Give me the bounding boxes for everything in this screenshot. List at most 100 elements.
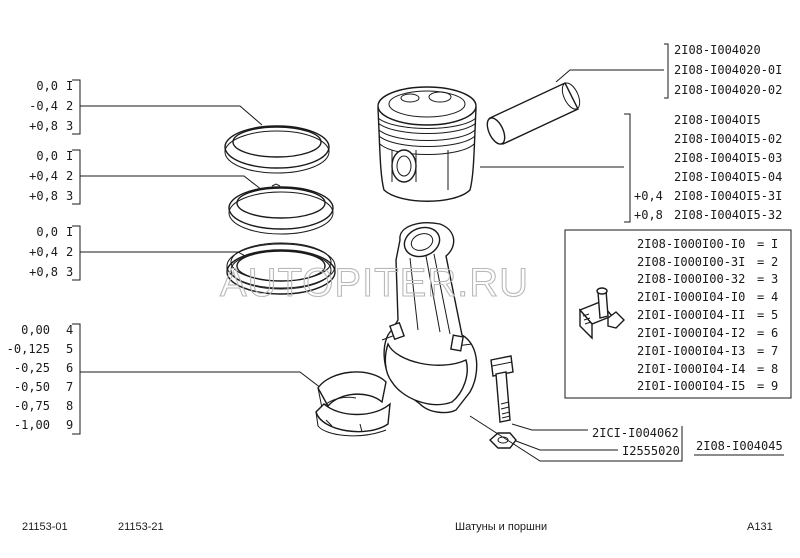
- watermark-text: AUTOPITER.RU: [220, 261, 529, 305]
- rod-eq-6: =: [757, 326, 764, 340]
- bearing-shells: [315, 371, 391, 437]
- pin-leader: [555, 69, 664, 83]
- ring1-size-1: 0,0: [36, 79, 58, 93]
- piston-part-5-size: +0,4: [634, 189, 663, 203]
- ring3-size-2: +0,4: [29, 245, 58, 259]
- bearing-size-2: -0,125: [7, 342, 50, 356]
- bearing-num-1: 4: [66, 323, 73, 337]
- rod-eq-8: =: [757, 362, 764, 376]
- ring3-num-2: 2: [66, 245, 73, 259]
- rod-code-8: 2I0I-I000I04-I4: [637, 362, 745, 376]
- ring3-num-1: I: [66, 225, 73, 239]
- bearing-size-3: -0,25: [14, 361, 50, 375]
- bolt-leader: [511, 423, 588, 431]
- rod-table-rows: 2I08-I000I00-I0 = I 2I08-I000I00-3I = 2 …: [637, 237, 778, 393]
- pin-part-1: 2I08-I004020: [674, 43, 761, 57]
- ring1-leader: [80, 105, 263, 126]
- rod-code-9: 2I0I-I000I04-I5: [637, 379, 745, 393]
- piston-ring-oil: [226, 242, 336, 295]
- rod-code-2: 2I08-I000I00-3I: [637, 255, 745, 269]
- bolt-nut-labels: 2ICI-I004062 I2555020 2I08-I004045: [469, 415, 784, 462]
- piston-part-list: 2I08-I004OI5 2I08-I004OI5-02 2I08-I004OI…: [480, 113, 782, 223]
- rod-code-6: 2I0I-I000I04-I2: [637, 326, 745, 340]
- rod-code-1: 2I08-I000I00-I0: [637, 237, 745, 251]
- bearing-num-6: 9: [66, 418, 73, 432]
- rod-eq-4: =: [757, 290, 764, 304]
- piston-ring-middle: [228, 183, 334, 235]
- rod-eq-5: =: [757, 308, 764, 322]
- ring2-leader: [80, 175, 263, 191]
- bearing-num-3: 6: [66, 361, 73, 375]
- piston-bracket: [624, 113, 631, 223]
- bearing-num-5: 8: [66, 399, 73, 413]
- rod-code-5: 2I0I-I000I04-II: [637, 308, 745, 322]
- pin-part-3: 2I08-I004020-02: [674, 83, 782, 97]
- bearing-num-4: 7: [66, 380, 73, 394]
- rod-num-5: 5: [771, 308, 778, 322]
- piston: [377, 86, 477, 202]
- ring3-size-1: 0,0: [36, 225, 58, 239]
- rod-num-1: I: [771, 237, 778, 251]
- rod-bolt: [490, 355, 514, 423]
- rod-num-3: 3: [771, 272, 778, 286]
- ring1-size-2: -0,4: [29, 99, 58, 113]
- piston-part-5: 2I08-I004OI5-3I: [674, 189, 782, 203]
- piston-part-1: 2I08-I004OI5: [674, 113, 761, 127]
- ring1-num-2: 2: [66, 99, 73, 113]
- ring-group-1: 0,0 I -0,4 2 +0,8 3: [29, 79, 263, 135]
- bearing-size-5: -0,75: [14, 399, 50, 413]
- bearing-size-6: -1,00: [14, 418, 50, 432]
- bearing-leader: [80, 371, 335, 399]
- ring2-size-2: +0,4: [29, 169, 58, 183]
- footer-title: Шатуны и поршни: [455, 521, 547, 533]
- ring3-bracket: [72, 225, 81, 281]
- ring-group-2: 0,0 I +0,4 2 +0,8 3: [29, 149, 263, 205]
- rod-num-2: 2: [771, 255, 778, 269]
- piston-part-6: 2I08-I004OI5-32: [674, 208, 782, 222]
- rod-code-3: 2I08-I000I00-32: [637, 272, 745, 286]
- rod-num-7: 7: [771, 344, 778, 358]
- piston-part-6-size: +0,8: [634, 208, 663, 222]
- piston-part-2: 2I08-I004OI5-02: [674, 132, 782, 146]
- rod-eq-1: =: [757, 237, 764, 251]
- bearing-size-4: -0,50: [14, 380, 50, 394]
- rod-eq-3: =: [757, 272, 764, 286]
- pin-bracket: [664, 43, 669, 99]
- rod-eq-7: =: [757, 344, 764, 358]
- rod-eq-9: =: [757, 379, 764, 393]
- bearing-size-1: 0,00: [21, 323, 50, 337]
- rod-leader: [469, 415, 683, 462]
- ring3-size-3: +0,8: [29, 265, 58, 279]
- rod-num-6: 6: [771, 326, 778, 340]
- ring1-num-3: 3: [66, 119, 73, 133]
- ring1-bracket: [72, 79, 81, 135]
- piston-ring-top: [224, 125, 330, 174]
- nut-part-number: I2555020: [622, 444, 680, 458]
- rod-code-4: 2I0I-I000I04-I0: [637, 290, 745, 304]
- footer-model-b: 21153-21: [118, 521, 164, 533]
- bearing-num-2: 5: [66, 342, 73, 356]
- connecting-rod: [381, 222, 478, 414]
- pin-part-list: 2I08-I004020 2I08-I004020-0I 2I08-I00402…: [555, 43, 782, 99]
- rod-marking-illustration: [578, 287, 625, 340]
- ring1-size-3: +0,8: [29, 119, 58, 133]
- rod-code-7: 2I0I-I000I04-I3: [637, 344, 745, 358]
- pin-part-2: 2I08-I004020-0I: [674, 63, 782, 77]
- bearing-group: 0,00 4 -0,125 5 -0,25 6 -0,50 7 -0,75 8 …: [7, 323, 335, 435]
- footer-page: A131: [747, 521, 773, 533]
- footer-model-a: 21153-01: [22, 521, 68, 533]
- ring2-size-1: 0,0: [36, 149, 58, 163]
- rod-table: 2I08-I000I00-I0 = I 2I08-I000I00-3I = 2 …: [564, 229, 792, 399]
- ring2-num-2: 2: [66, 169, 73, 183]
- piston-pin: [486, 82, 581, 145]
- rod-part-number: 2I08-I004045: [696, 439, 783, 453]
- ring2-num-1: I: [66, 149, 73, 163]
- rod-nut: [488, 432, 517, 449]
- ring2-bracket: [72, 149, 81, 205]
- bolt-part-number: 2ICI-I004062: [592, 426, 679, 440]
- piston-part-4: 2I08-I004OI5-04: [674, 170, 782, 184]
- rod-eq-2: =: [757, 255, 764, 269]
- rod-num-9: 9: [771, 379, 778, 393]
- ring3-num-3: 3: [66, 265, 73, 279]
